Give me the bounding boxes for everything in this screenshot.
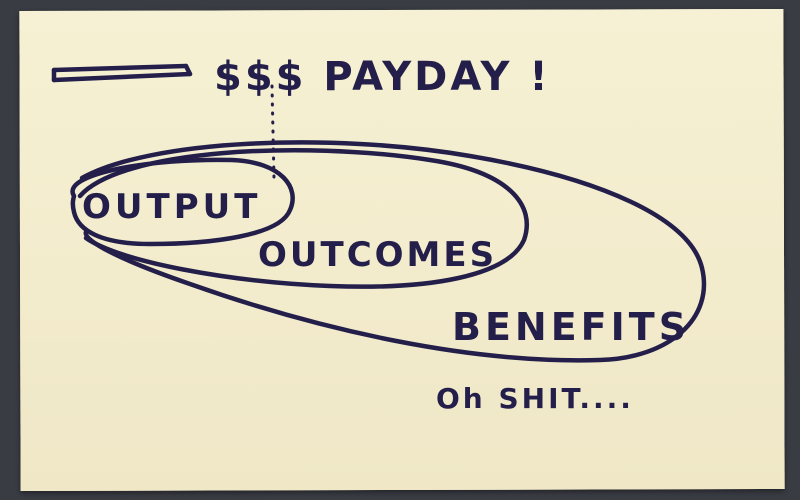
payday-connector: [270, 84, 276, 180]
benefits-ellipse: [79, 140, 707, 363]
output-label: OUTPUT: [82, 187, 261, 227]
benefits-label: BENEFITS: [452, 305, 690, 349]
output-ellipse: [70, 157, 295, 247]
timeline-bar: [51, 63, 193, 83]
outcomes-label: OUTCOMES: [258, 235, 497, 275]
payday-heading: $$$ PAYDAY !: [214, 54, 551, 100]
oh-shit-caption: Oh SHIT....: [436, 382, 634, 415]
outcomes-ellipse: [77, 148, 530, 289]
